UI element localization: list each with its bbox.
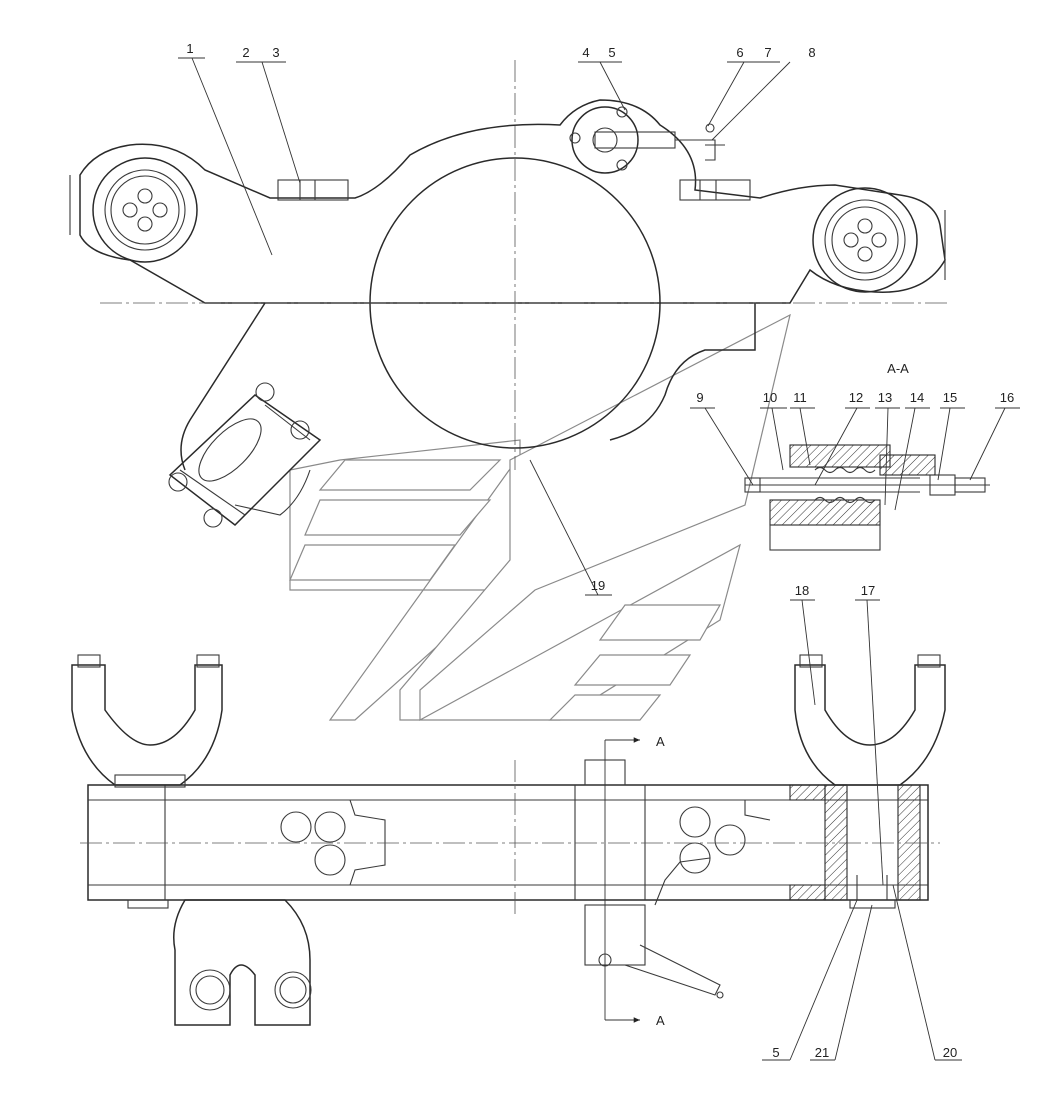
callout-13: 13 [878, 390, 892, 405]
lever-assembly [569, 106, 725, 174]
right-yoke [794, 654, 946, 786]
callout-14: 14 [910, 390, 924, 405]
callout-21: 21 [815, 1045, 829, 1060]
section-title: A-A [887, 361, 909, 376]
callout-6: 6 [736, 45, 743, 60]
callout-20: 20 [943, 1045, 957, 1060]
callout-15: 15 [943, 390, 957, 405]
callout-19: 19 [591, 578, 605, 593]
callout-5-lower: 5 [772, 1045, 779, 1060]
callout-2: 2 [242, 45, 249, 60]
lower-lever [584, 759, 724, 999]
right-cutaway [789, 784, 921, 909]
left-yoke [71, 654, 223, 788]
lower-beam [87, 784, 929, 906]
callout-8: 8 [808, 45, 815, 60]
right-hub [812, 187, 918, 293]
callout-17: 17 [861, 583, 875, 598]
callout-9: 9 [696, 390, 703, 405]
callout-11: 11 [793, 390, 807, 405]
lower-bracket [127, 899, 312, 1026]
callout-1: 1 [186, 41, 193, 56]
section-mark-top: A [656, 734, 665, 749]
section-cut-marks: A A [604, 734, 665, 1028]
callout-5: 5 [608, 45, 615, 60]
callout-4: 4 [582, 45, 589, 60]
section-a-a: A-A [744, 361, 990, 551]
callout-7: 7 [764, 45, 771, 60]
left-hub [92, 157, 198, 263]
callout-12: 12 [849, 390, 863, 405]
section-mark-bottom: A [656, 1013, 665, 1028]
watermark-logo [289, 313, 791, 722]
callout-labels: 1 2 3 4 5 6 7 8 9 10 11 12 13 14 15 16 1… [186, 41, 1014, 1060]
callout-18: 18 [795, 583, 809, 598]
callout-3: 3 [272, 45, 279, 60]
callout-10: 10 [763, 390, 777, 405]
leader-lines [178, 57, 1020, 1061]
clamp-block [168, 382, 322, 528]
callout-16: 16 [1000, 390, 1014, 405]
